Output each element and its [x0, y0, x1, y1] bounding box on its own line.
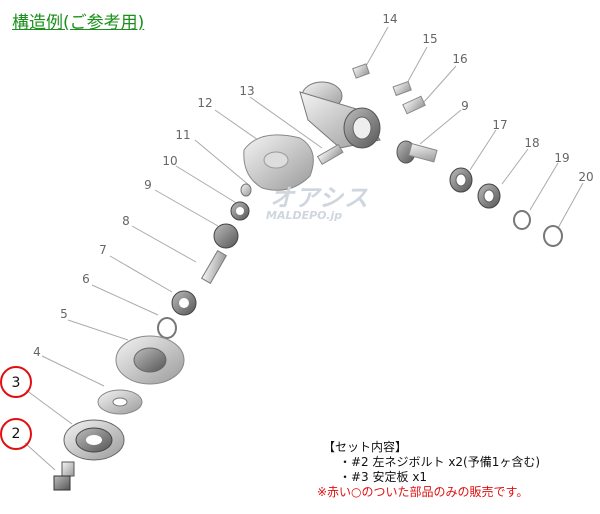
callout-11: 11	[175, 128, 190, 142]
part-16-bolt	[402, 95, 426, 115]
part-20-snap-ring	[543, 225, 563, 247]
part-4-washer	[97, 389, 143, 415]
gear-case	[299, 81, 381, 149]
part-2-left-thread-bolt	[53, 461, 75, 491]
set-contents-heading: 【セット内容】	[323, 440, 408, 454]
part-5-holder	[115, 335, 185, 385]
callout-9-left: 9	[144, 178, 152, 192]
callout-19: 19	[554, 151, 569, 165]
callout-14: 14	[382, 12, 397, 26]
callout-5: 5	[60, 307, 68, 321]
callout-18: 18	[524, 136, 539, 150]
callout-20: 20	[578, 170, 593, 184]
set-item-2: ・#2 左ネジボルト x2(予備1ヶ含む)	[339, 455, 541, 469]
sales-note: ※赤い○のついた部品のみの販売です。	[317, 485, 529, 499]
callout-15: 15	[422, 32, 437, 46]
part-9-bevel-gear	[213, 223, 239, 249]
part-12-cover	[243, 134, 314, 191]
part-18-bearing	[477, 183, 501, 209]
part-6-snap-ring	[157, 317, 177, 339]
highlight-circle-3	[0, 366, 32, 398]
callout-2: 2	[12, 426, 21, 442]
part-9-gear-shaft	[396, 140, 438, 164]
callout-8: 8	[122, 214, 130, 228]
callout-13: 13	[239, 84, 254, 98]
watermark-sub: MALDEPO.jp	[266, 209, 343, 222]
page-title: 構造例(ご参考用)	[12, 13, 145, 33]
callout-3: 3	[12, 375, 21, 391]
callout-9-right: 9	[461, 99, 469, 113]
callout-4: 4	[33, 345, 41, 359]
part-11-washer	[240, 183, 252, 197]
part-8-shaft	[200, 249, 228, 285]
part-19-snap-ring	[513, 210, 531, 230]
part-14-bolt	[352, 63, 370, 79]
callout-6: 6	[82, 272, 90, 286]
watermark-main: オアシス	[270, 184, 370, 212]
callout-12: 12	[197, 96, 212, 110]
part-17-bearing	[449, 167, 473, 193]
callout-17: 17	[492, 118, 507, 132]
callout-7: 7	[99, 243, 107, 257]
callout-16: 16	[452, 52, 467, 66]
part-10-bearing	[230, 201, 250, 221]
set-item-3: ・#3 安定板 x1	[339, 470, 428, 484]
part-13-bolt	[316, 143, 344, 166]
part-7-bearing	[171, 290, 197, 316]
part-15-bolt	[392, 80, 412, 97]
set-contents: 【セット内容】 ・#2 左ネジボルト x2(予備1ヶ含む) ・#3 安定板 x1…	[317, 440, 541, 500]
watermark-logo: オアシス MALDEPO.jp	[266, 178, 370, 222]
part-3-stabilizer-plate	[63, 419, 125, 461]
callout-10: 10	[162, 154, 177, 168]
highlight-circle-2	[0, 418, 32, 450]
leader-lines	[24, 26, 584, 471]
